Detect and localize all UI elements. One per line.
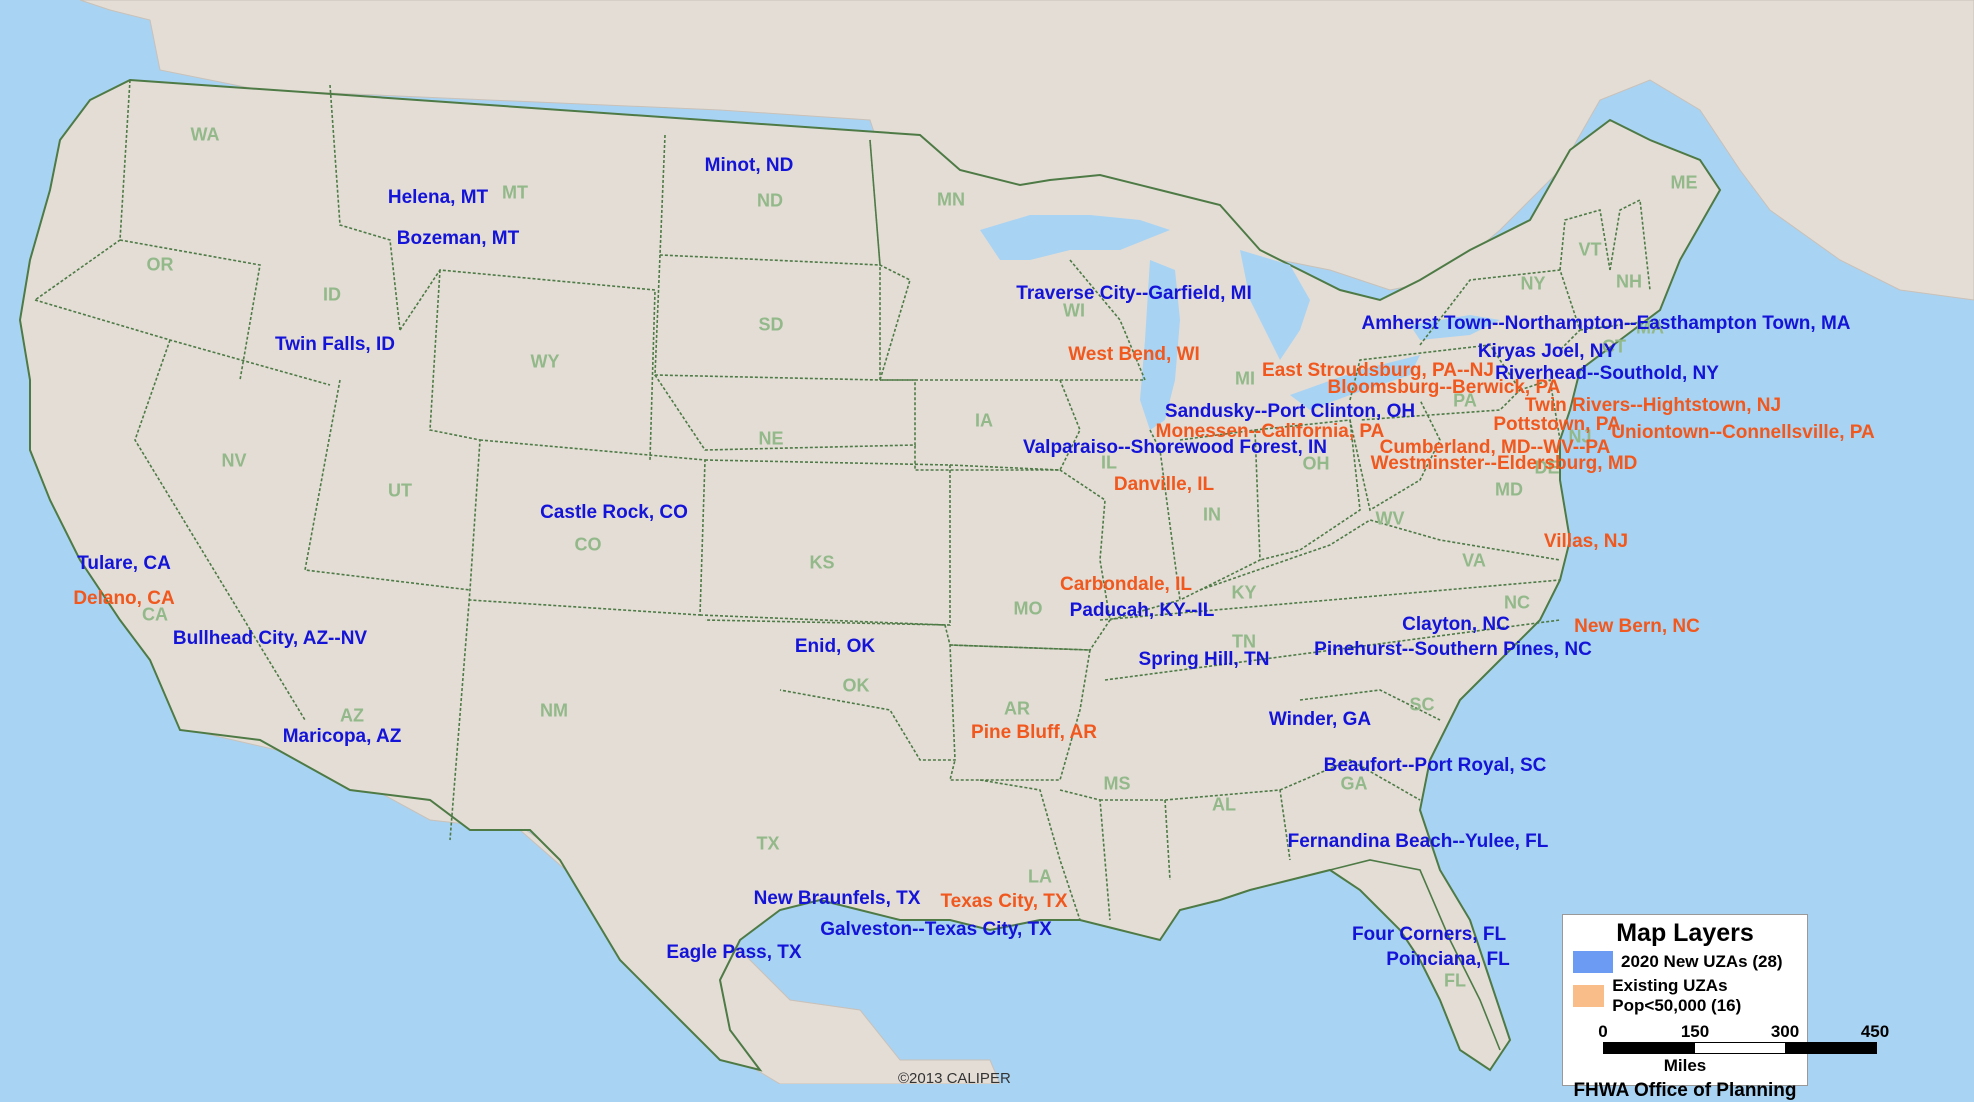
- lake-ontario: [1410, 315, 1500, 340]
- lake-superior: [980, 215, 1170, 260]
- map-legend: Map Layers 2020 New UZAs (28) Existing U…: [1562, 914, 1889, 1101]
- lake-erie: [1290, 355, 1420, 410]
- legend-item-new-uzas: 2020 New UZAs (28): [1573, 951, 1807, 973]
- legend-title: Map Layers: [1616, 919, 1754, 947]
- legend-item-existing-uzas: Existing UZAs Pop<50,000 (16): [1573, 976, 1807, 1016]
- scale-unit: Miles: [1663, 1056, 1707, 1075]
- legend-swatch-existing: [1573, 985, 1605, 1007]
- scale-bar: [1603, 1042, 1877, 1054]
- scale-tick: 150: [1680, 1022, 1710, 1041]
- legend-credit: FHWA Office of Planning: [1573, 1080, 1797, 1101]
- scale-tick: 300: [1770, 1022, 1800, 1041]
- legend-swatch-new: [1573, 951, 1613, 973]
- lake-huron: [1240, 250, 1310, 360]
- scale-ticks: 0 150 300 450: [1563, 1022, 1889, 1041]
- legend-item-label: 2020 New UZAs (28): [1621, 952, 1783, 971]
- scale-tick: 450: [1860, 1022, 1890, 1041]
- legend-item-label: Existing UZAs Pop<50,000 (16): [1612, 976, 1742, 1015]
- scale-tick: 0: [1598, 1022, 1608, 1041]
- lake-michigan: [1140, 260, 1180, 430]
- florida-outline: [1329, 859, 1501, 1051]
- state-borders: [34, 79, 1661, 921]
